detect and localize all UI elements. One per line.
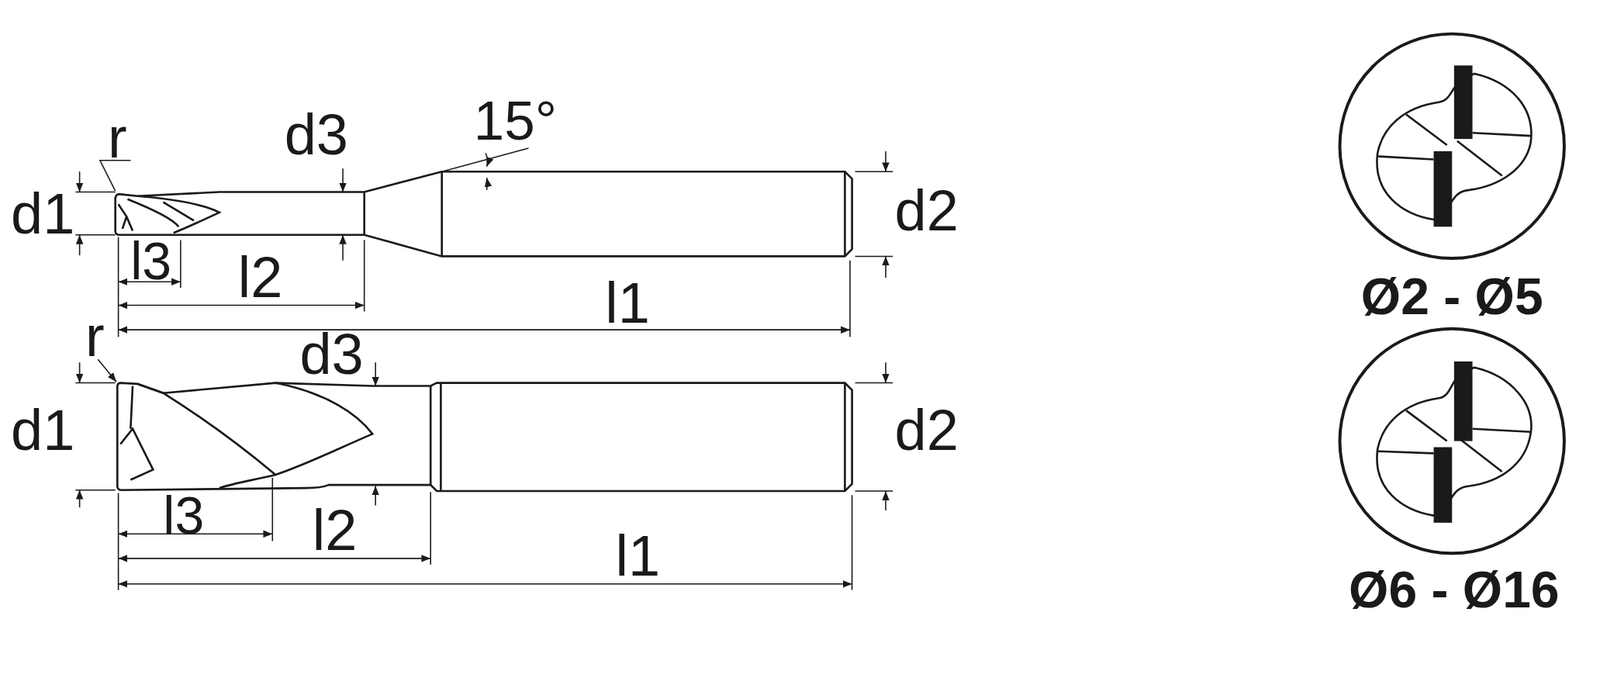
radius-label: r (107, 109, 128, 167)
dimension-label: l1 (604, 274, 650, 332)
dimension-label: l1 (615, 527, 661, 585)
radius-label: r (85, 307, 105, 366)
dimension-label: l3 (130, 234, 172, 287)
range-caption: Ø2 - Ø5 (1361, 270, 1544, 322)
dimension-label: d1 (10, 401, 75, 460)
dimension-label: d2 (894, 182, 958, 240)
range-caption: Ø6 - Ø16 (1348, 563, 1559, 616)
dimension-label: d1 (10, 185, 75, 243)
dimension-label: d3 (299, 325, 363, 384)
dimension-label: d3 (284, 106, 349, 164)
dimension-label: d2 (894, 401, 958, 460)
dimension-label: l2 (238, 248, 284, 307)
angle-label: 15° (473, 93, 557, 149)
dimension-label: l3 (162, 488, 204, 542)
dimension-label: l2 (312, 501, 358, 560)
